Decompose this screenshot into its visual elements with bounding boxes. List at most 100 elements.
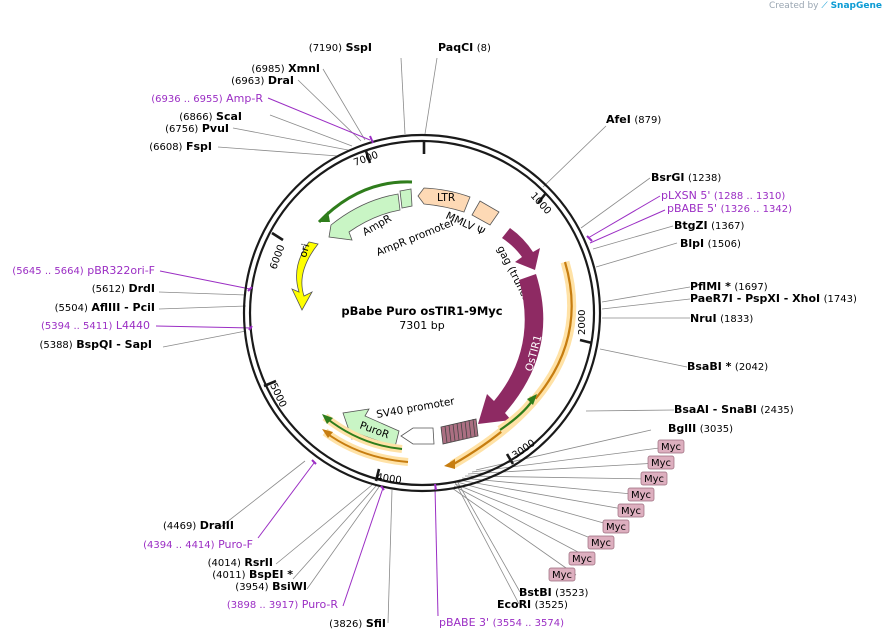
site-name: BsiWI — [272, 580, 307, 593]
site-position: (3554 .. 3574) — [493, 618, 565, 629]
myc-label: Myc — [621, 506, 641, 517]
myc-label: Myc — [661, 442, 681, 453]
restriction-site-label: (7190) SspI — [309, 41, 372, 54]
site-name: PaeR7I - PspXI - XhoI — [690, 292, 820, 305]
orf-ostir1-track — [497, 394, 538, 434]
site-name: PaqCI — [438, 41, 473, 54]
site-position: (1743) — [824, 294, 857, 305]
site-position: (5645 .. 5664) — [12, 266, 84, 277]
site-position: (5612) — [92, 284, 125, 295]
primer-label: (3898 .. 3917) Puro-R — [227, 598, 339, 611]
restriction-site-label: (4469) DraIII — [163, 519, 234, 532]
site-position: (1833) — [720, 314, 753, 325]
site-name: FspI — [186, 140, 212, 153]
myc-label: Myc — [644, 474, 664, 485]
site-name: BglII — [668, 422, 696, 435]
site-name: DraIII — [200, 519, 234, 532]
site-position: (5504) — [55, 303, 88, 314]
myc-label: Myc — [591, 538, 611, 549]
site-position: (879) — [634, 115, 661, 126]
restriction-site-label: BsrGI (1238) — [651, 171, 721, 184]
myc-label: Myc — [631, 490, 651, 501]
site-position: (6756) — [165, 124, 198, 135]
primer-leader-lines — [155, 97, 666, 617]
credit-prefix: Created by — [768, 1, 819, 11]
restriction-site-label: (4014) RsrII — [208, 556, 273, 569]
ori-label: ori — [297, 242, 312, 258]
restriction-site-label: EcoRI (3525) — [497, 598, 568, 611]
site-name: SspI — [346, 41, 372, 54]
myc-badge: Myc — [548, 567, 576, 582]
site-position: (3954) — [235, 582, 268, 593]
site-name: SfiI — [366, 617, 386, 630]
site-position: (3525) — [535, 600, 568, 611]
site-position: (5388) — [39, 340, 72, 351]
site-position: (4469) — [163, 521, 196, 532]
plasmid-size: 7301 bp — [399, 319, 444, 332]
myc-label: Myc — [552, 570, 572, 581]
site-position: (6608) — [149, 142, 182, 153]
snapgene-logo-icon: ⟋ — [821, 1, 828, 11]
site-name: DraI — [268, 74, 294, 87]
restriction-site-label: (3954) BsiWI — [235, 580, 307, 593]
myc-badge: Myc — [568, 551, 596, 566]
restriction-site-label: BtgZI (1367) — [674, 219, 744, 232]
site-position: (3898 .. 3917) — [227, 600, 299, 611]
sv40-label: SV40 promoter — [375, 395, 456, 421]
site-name: BsaAI - SnaBI — [674, 403, 757, 416]
restriction-site-label: NruI (1833) — [690, 312, 753, 325]
orf-gag-track — [444, 260, 577, 469]
restriction-site-label: PaqCI (8) — [438, 41, 491, 54]
site-name: BlpI — [680, 237, 704, 250]
ltr-feature: LTR — [417, 187, 471, 213]
myc-badge: Myc — [587, 535, 615, 550]
puror-feature: PuroR — [322, 408, 409, 466]
site-position: (4011) — [212, 570, 245, 581]
restriction-site-label: BsaBI * (2042) — [687, 360, 768, 373]
restriction-site-label: (6963) DraI — [231, 74, 294, 87]
tick-label: 6000 — [268, 243, 287, 271]
site-name: L4440 — [116, 319, 150, 332]
site-name: XmnI — [288, 62, 320, 75]
snapgene-credit: Created by ⟋ SnapGene — [769, 1, 882, 11]
myc-label: Myc — [606, 522, 626, 533]
myc-badge: Myc — [647, 455, 675, 470]
site-position: (1326 .. 1342) — [721, 204, 793, 215]
ltr-label: LTR — [437, 192, 455, 204]
site-position: (6985) — [251, 64, 284, 75]
site-name: ScaI — [216, 110, 242, 123]
myc-label: Myc — [651, 458, 671, 469]
plasmid-name: pBabe Puro osTIR1-9Myc — [341, 304, 502, 318]
site-name: NruI — [690, 312, 717, 325]
site-name: DrdI — [128, 282, 155, 295]
site-name: Amp-R — [226, 92, 263, 105]
site-position: (5394 .. 5411) — [41, 321, 113, 332]
site-position: (6936 .. 6955) — [151, 94, 223, 105]
site-name: BsrGI — [651, 171, 684, 184]
restriction-site-label: (4011) BspEI * — [212, 568, 293, 581]
myc-badge: Myc — [627, 487, 655, 502]
site-position: (3826) — [329, 619, 362, 630]
myc-badge: Myc — [617, 503, 645, 518]
restriction-site-label: (5612) DrdI — [92, 282, 155, 295]
tick-label: 4000 — [376, 472, 403, 486]
site-position: (4394 .. 4414) — [143, 540, 215, 551]
restriction-site-label: BlpI (1506) — [680, 237, 741, 250]
restriction-site-label: (6985) XmnI — [251, 62, 320, 75]
site-position: (4014) — [208, 558, 241, 569]
site-name: RsrII — [244, 556, 273, 569]
site-labels: (7190) SspI PaqCI (8) (6985) XmnI(6963) Dr… — [12, 41, 857, 630]
primer-label: (5645 .. 5664) pBR322ori-F — [12, 264, 155, 277]
primer-label: (6936 .. 6955) Amp-R — [151, 92, 263, 105]
restriction-site-label: PflMI * (1697) — [690, 280, 768, 293]
myc-badge: Myc — [602, 519, 630, 534]
tick-label: 1000 — [528, 191, 553, 217]
primer-label: (4394 .. 4414) Puro-F — [143, 538, 253, 551]
restriction-site-label: BsaAI - SnaBI (2435) — [674, 403, 794, 416]
site-name: AflIII - PciI — [91, 301, 155, 314]
restriction-site-label: (5388) BspQI - SapI — [39, 338, 152, 351]
site-position: (8) — [477, 43, 491, 54]
tick-label: 7000 — [352, 150, 380, 169]
